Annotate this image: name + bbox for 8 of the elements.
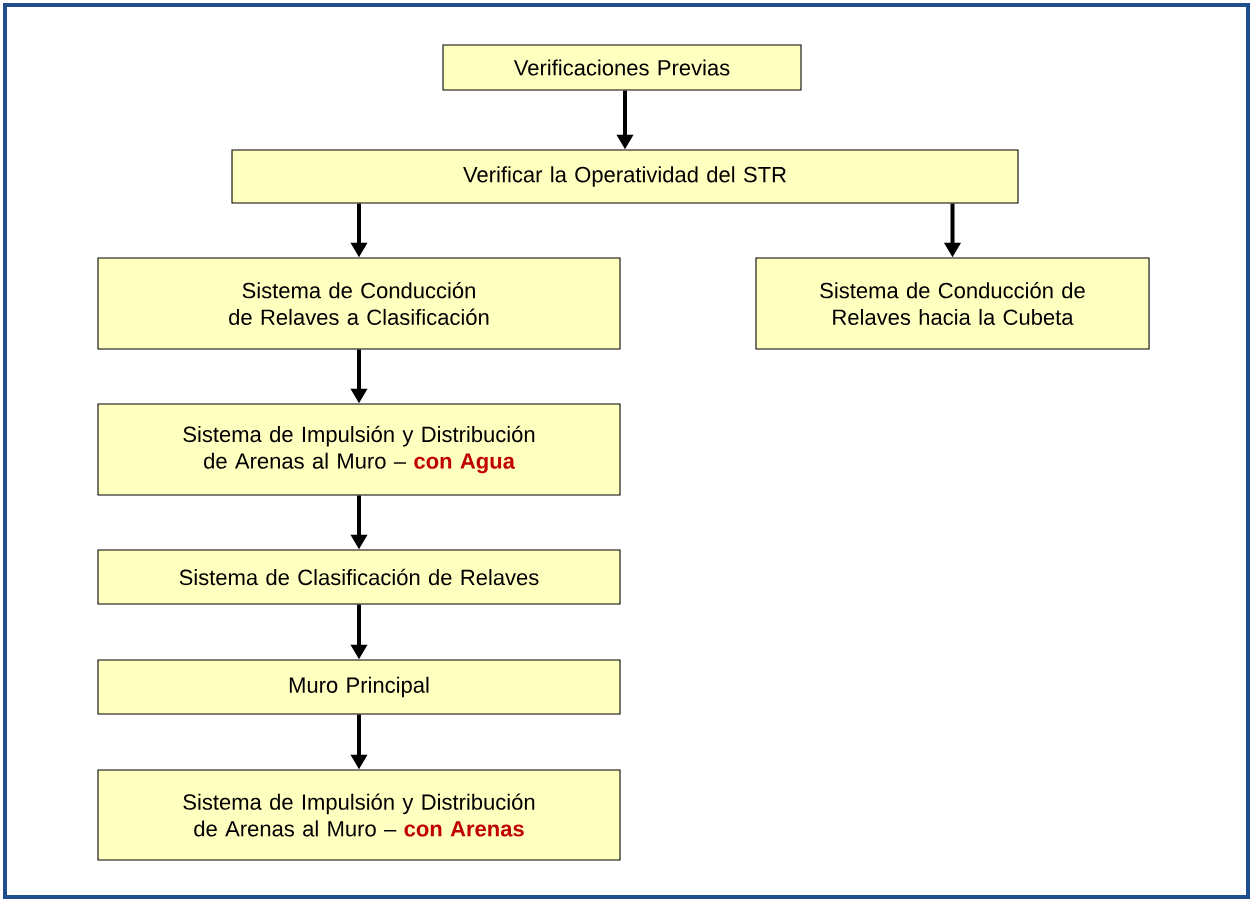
process-box: Sistema de Conducción de Relaves a Clasificación [97,257,621,350]
process-box: Sistema de Impulsión y Distribución de Arenas al Muro – con Agua [97,403,621,496]
process-box: Sistema de Clasificación de Relaves [97,549,621,605]
process-box: Sistema de Impulsión y Distribución de Arenas al Muro – con Arenas [97,769,621,861]
process-box: Verificar la Operatividad del STR [231,149,1019,204]
process-box: Verificaciones Previas [442,44,802,91]
process-box: Muro Principal [97,659,621,715]
process-box: Sistema de Conducción de Relaves hacia la Cubeta [755,257,1150,350]
